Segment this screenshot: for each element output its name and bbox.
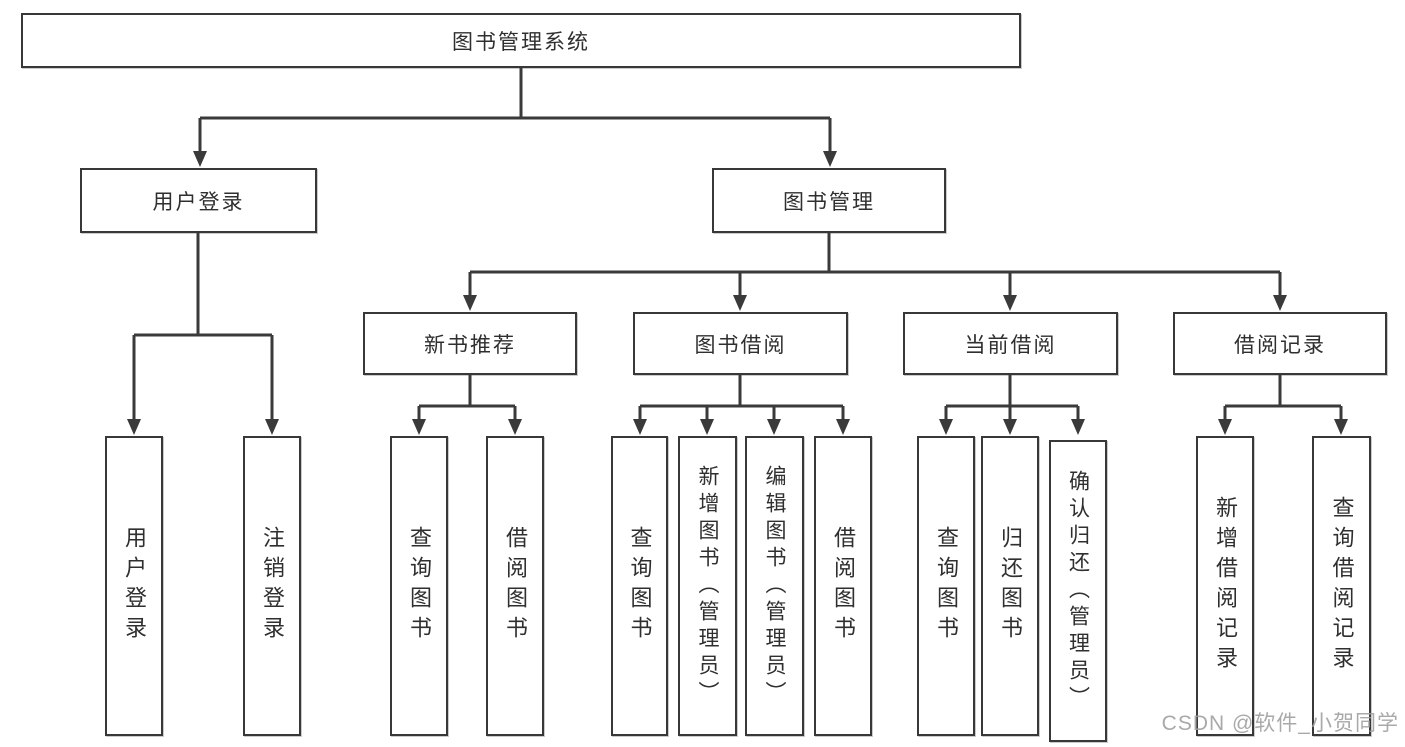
leaf-return-books-label: 归还图书 [998, 526, 1023, 646]
leaf-add-book-admin: 新增图书（管理员） [678, 436, 737, 736]
leaf-query-books-1-label: 查询图书 [407, 526, 432, 646]
csdn-watermark: CSDN @软件_小贺同学 [1161, 712, 1399, 735]
leaf-borrow-books-1: 借阅图书 [486, 436, 544, 736]
leaf-logout-label: 注销登录 [260, 526, 285, 646]
leaf-user-login: 用户登录 [105, 436, 163, 736]
leaf-borrow-books-2: 借阅图书 [814, 436, 872, 736]
node-user-login: 用户登录 [80, 168, 317, 233]
leaf-return-books: 归还图书 [981, 436, 1039, 736]
leaf-query-borrow-record: 查询借阅记录 [1312, 436, 1371, 736]
node-new-book-recommend: 新书推荐 [363, 312, 577, 375]
leaf-user-login-label: 用户登录 [122, 526, 147, 646]
leaf-confirm-return-admin-label: 确认归还（管理员） [1066, 469, 1090, 713]
leaf-query-borrow-record-label: 查询借阅记录 [1329, 496, 1355, 676]
leaf-add-book-admin-label: 新增图书（管理员） [696, 464, 719, 708]
leaf-logout: 注销登录 [243, 436, 301, 736]
leaf-query-books-3: 查询图书 [917, 436, 975, 736]
node-book-management: 图书管理 [712, 168, 946, 233]
leaf-confirm-return-admin: 确认归还（管理员） [1049, 440, 1107, 742]
leaf-query-books-2: 查询图书 [611, 436, 668, 736]
leaf-edit-book-admin: 编辑图书（管理员） [745, 436, 804, 736]
leaf-borrow-books-1-label: 借阅图书 [503, 526, 528, 646]
leaf-query-books-3-label: 查询图书 [934, 526, 959, 646]
leaf-borrow-books-2-label: 借阅图书 [831, 526, 856, 646]
leaf-query-books-1: 查询图书 [390, 436, 448, 736]
leaf-add-borrow-record: 新增借阅记录 [1196, 436, 1254, 736]
leaf-query-books-2-label: 查询图书 [627, 526, 653, 646]
node-book-borrow: 图书借阅 [633, 312, 848, 375]
node-borrow-records: 借阅记录 [1173, 312, 1387, 375]
node-current-borrow: 当前借阅 [903, 312, 1118, 375]
connector-lines [132, 68, 1343, 422]
node-root: 图书管理系统 [21, 13, 1021, 68]
leaf-add-borrow-record-label: 新增借阅记录 [1213, 496, 1238, 676]
leaf-edit-book-admin-label: 编辑图书（管理员） [763, 464, 786, 708]
